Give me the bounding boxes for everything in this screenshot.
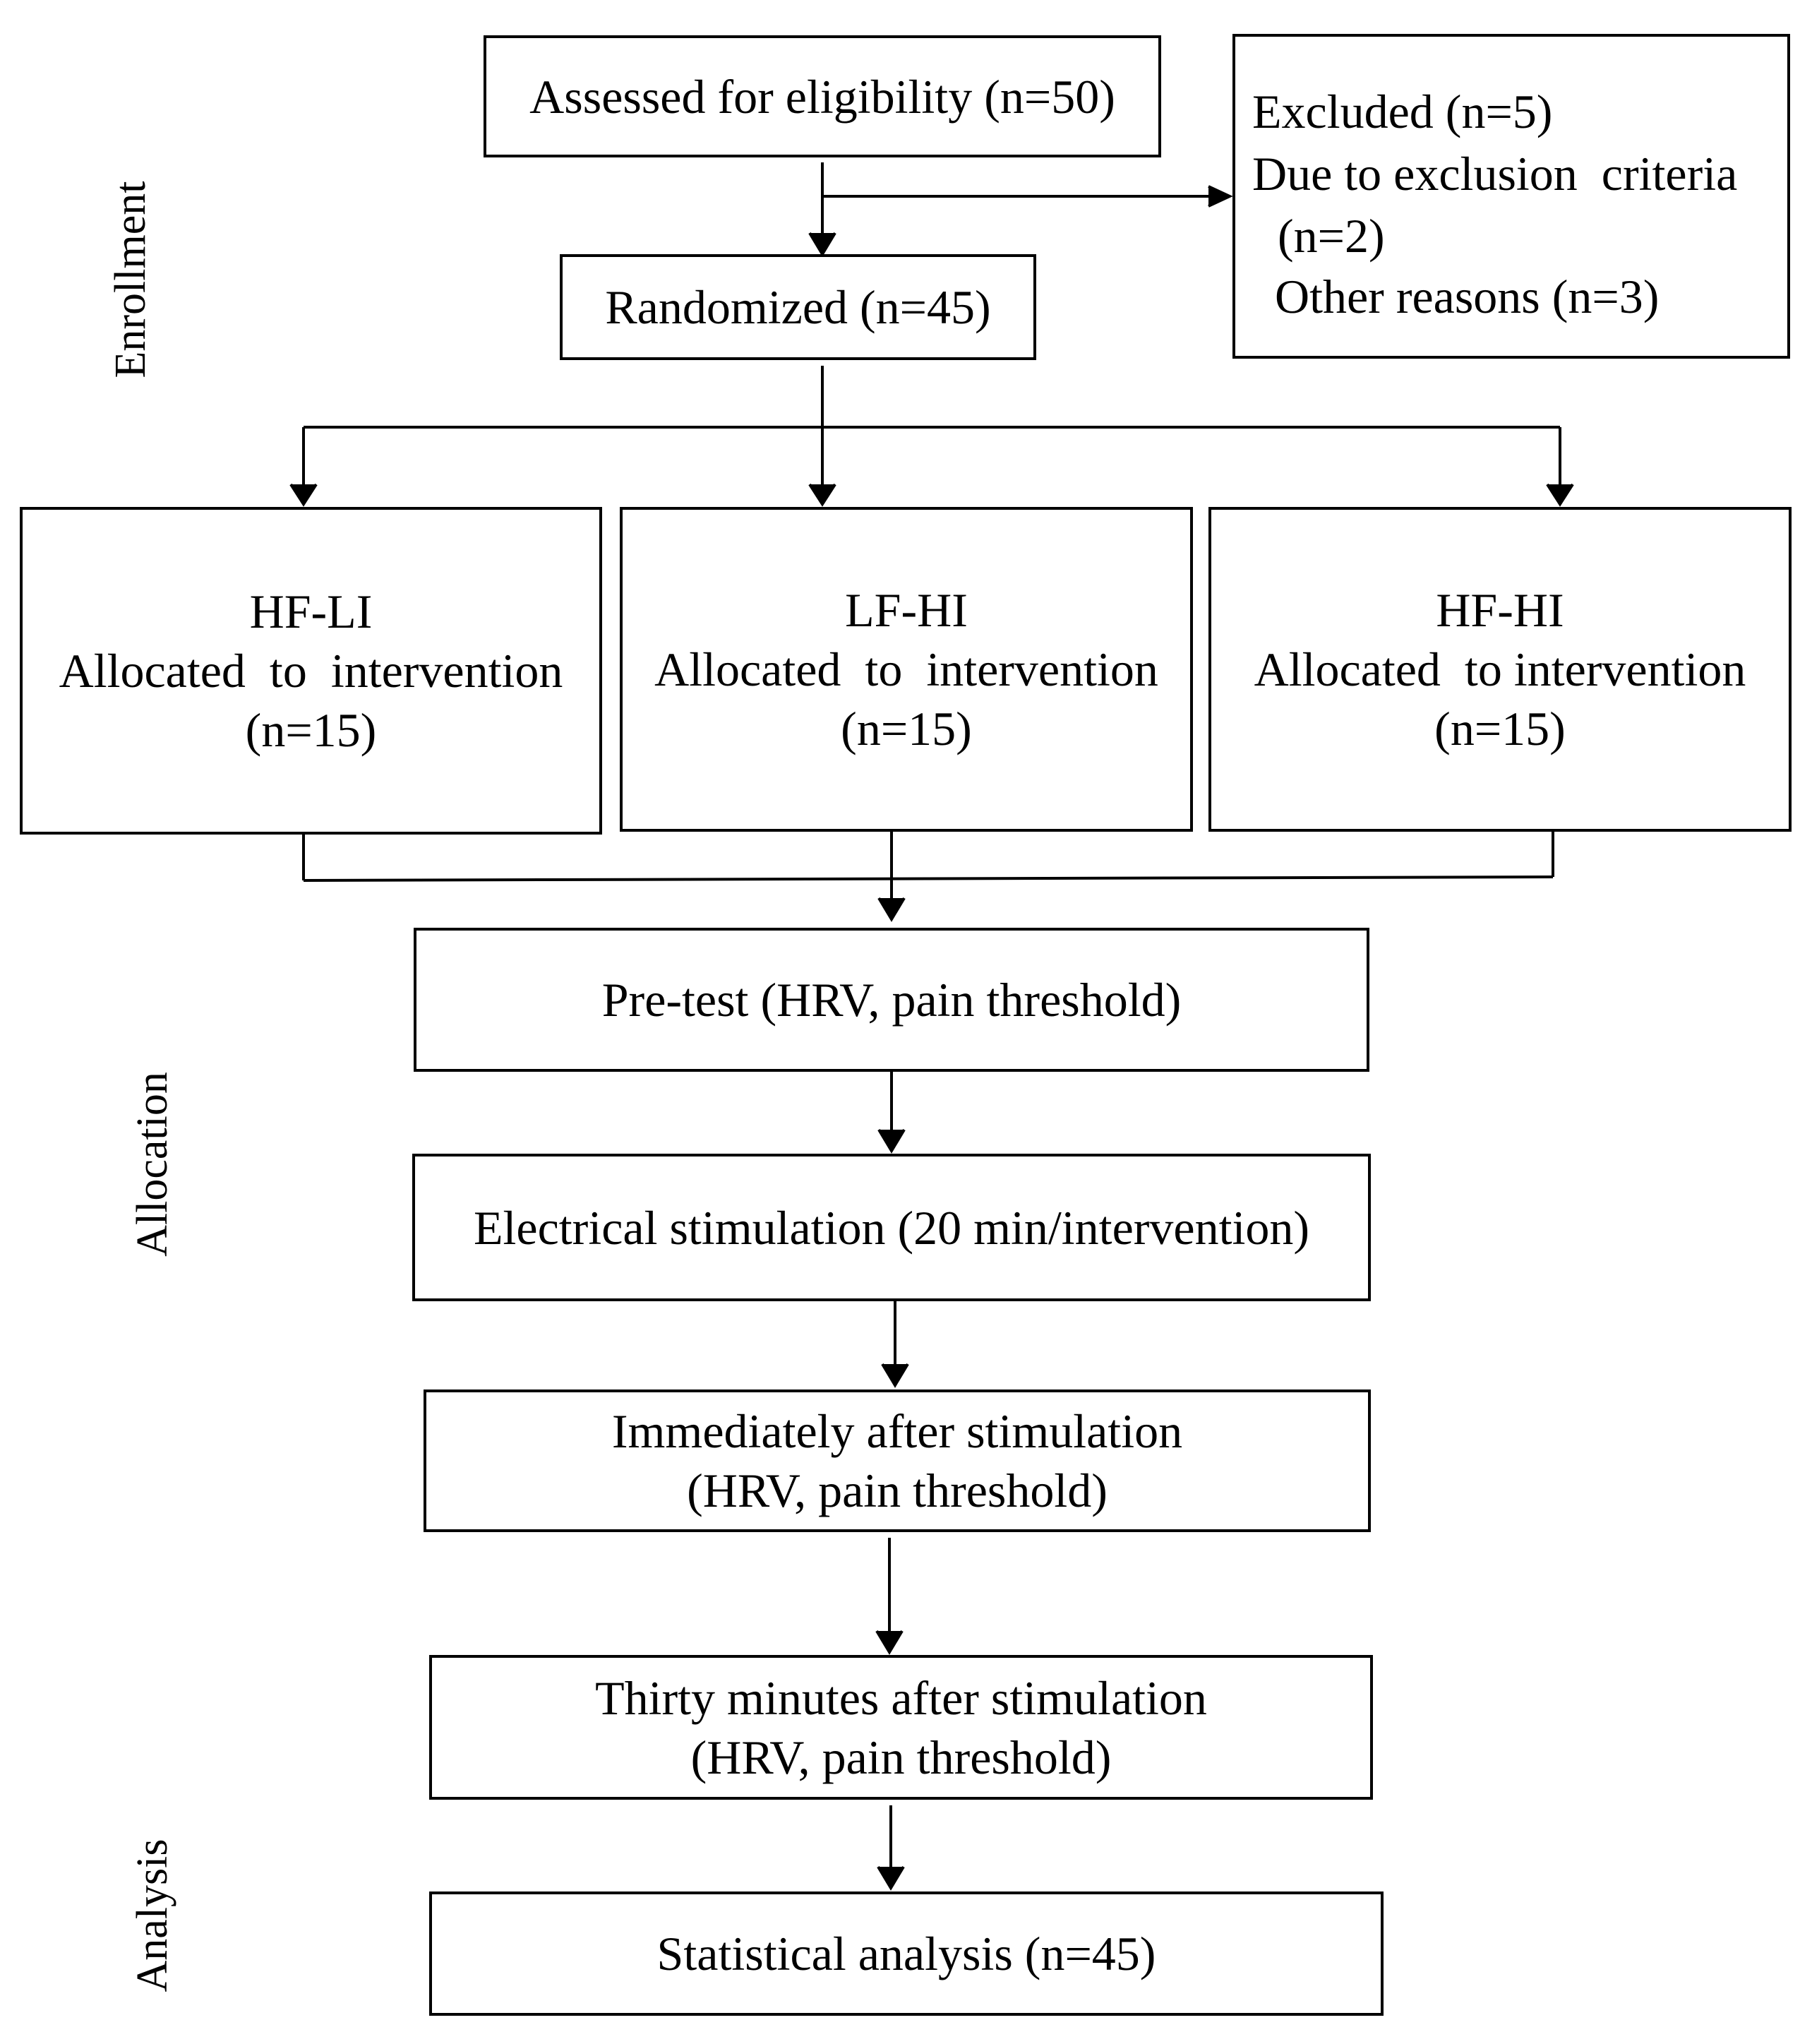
- excluded-criteria: Due to exclusion criteria: [1252, 147, 1738, 201]
- pretest-box: Pre-test (HRV, pain threshold): [414, 928, 1369, 1072]
- phase-label-enrollment: Enrollment: [107, 181, 155, 378]
- group-allocation: Allocated to intervention: [654, 643, 1158, 696]
- immediate-title: Immediately after stimulation: [611, 1404, 1183, 1458]
- group-box-hf-hi: HF-HI Allocated to intervention (n=15): [1208, 507, 1792, 832]
- analysis-text: Statistical analysis (n=45): [656, 1927, 1156, 1980]
- group-allocation: Allocated to intervention: [59, 644, 563, 698]
- excluded-other: Other reasons (n=3): [1275, 270, 1660, 323]
- group-box-hf-li: HF-LI Allocated to intervention (n=15): [20, 507, 602, 835]
- group-name: HF-HI: [1436, 583, 1564, 637]
- thirty-measures: (HRV, pain threshold): [690, 1730, 1112, 1784]
- group-box-lf-hi: LF-HI Allocated to intervention (n=15): [620, 507, 1193, 832]
- randomized-box: Randomized (n=45): [560, 254, 1036, 360]
- excluded-criteria-count: (n=2): [1278, 209, 1385, 263]
- group-count: (n=15): [245, 703, 377, 757]
- group-allocation: Allocated to intervention: [1254, 643, 1746, 696]
- thirty-box: Thirty minutes after stimulation (HRV, p…: [429, 1655, 1373, 1800]
- group-count: (n=15): [841, 702, 972, 755]
- group-name: LF-HI: [845, 583, 968, 637]
- immediate-measures: (HRV, pain threshold): [687, 1464, 1108, 1517]
- phase-label-allocation: Allocation: [128, 1072, 176, 1257]
- analysis-box: Statistical analysis (n=45): [429, 1891, 1384, 2016]
- immediate-box: Immediately after stimulation (HRV, pain…: [424, 1389, 1371, 1532]
- stimulation-text: Electrical stimulation (20 min/intervent…: [473, 1200, 1310, 1255]
- assessed-box: Assessed for eligibility (n=50): [484, 35, 1161, 157]
- stimulation-box: Electrical stimulation (20 min/intervent…: [412, 1154, 1371, 1301]
- group-count: (n=15): [1434, 702, 1566, 755]
- assessed-text: Assessed for eligibility (n=50): [529, 69, 1115, 124]
- group-name: HF-LI: [249, 585, 373, 638]
- pretest-text: Pre-test (HRV, pain threshold): [601, 973, 1182, 1027]
- excluded-title: Excluded (n=5): [1252, 85, 1553, 138]
- randomized-text: Randomized (n=45): [605, 280, 991, 334]
- excluded-box: Excluded (n=5) Due to exclusion criteria…: [1232, 34, 1790, 359]
- thirty-title: Thirty minutes after stimulation: [595, 1671, 1207, 1725]
- phase-label-analysis: Analysis: [128, 1839, 176, 1992]
